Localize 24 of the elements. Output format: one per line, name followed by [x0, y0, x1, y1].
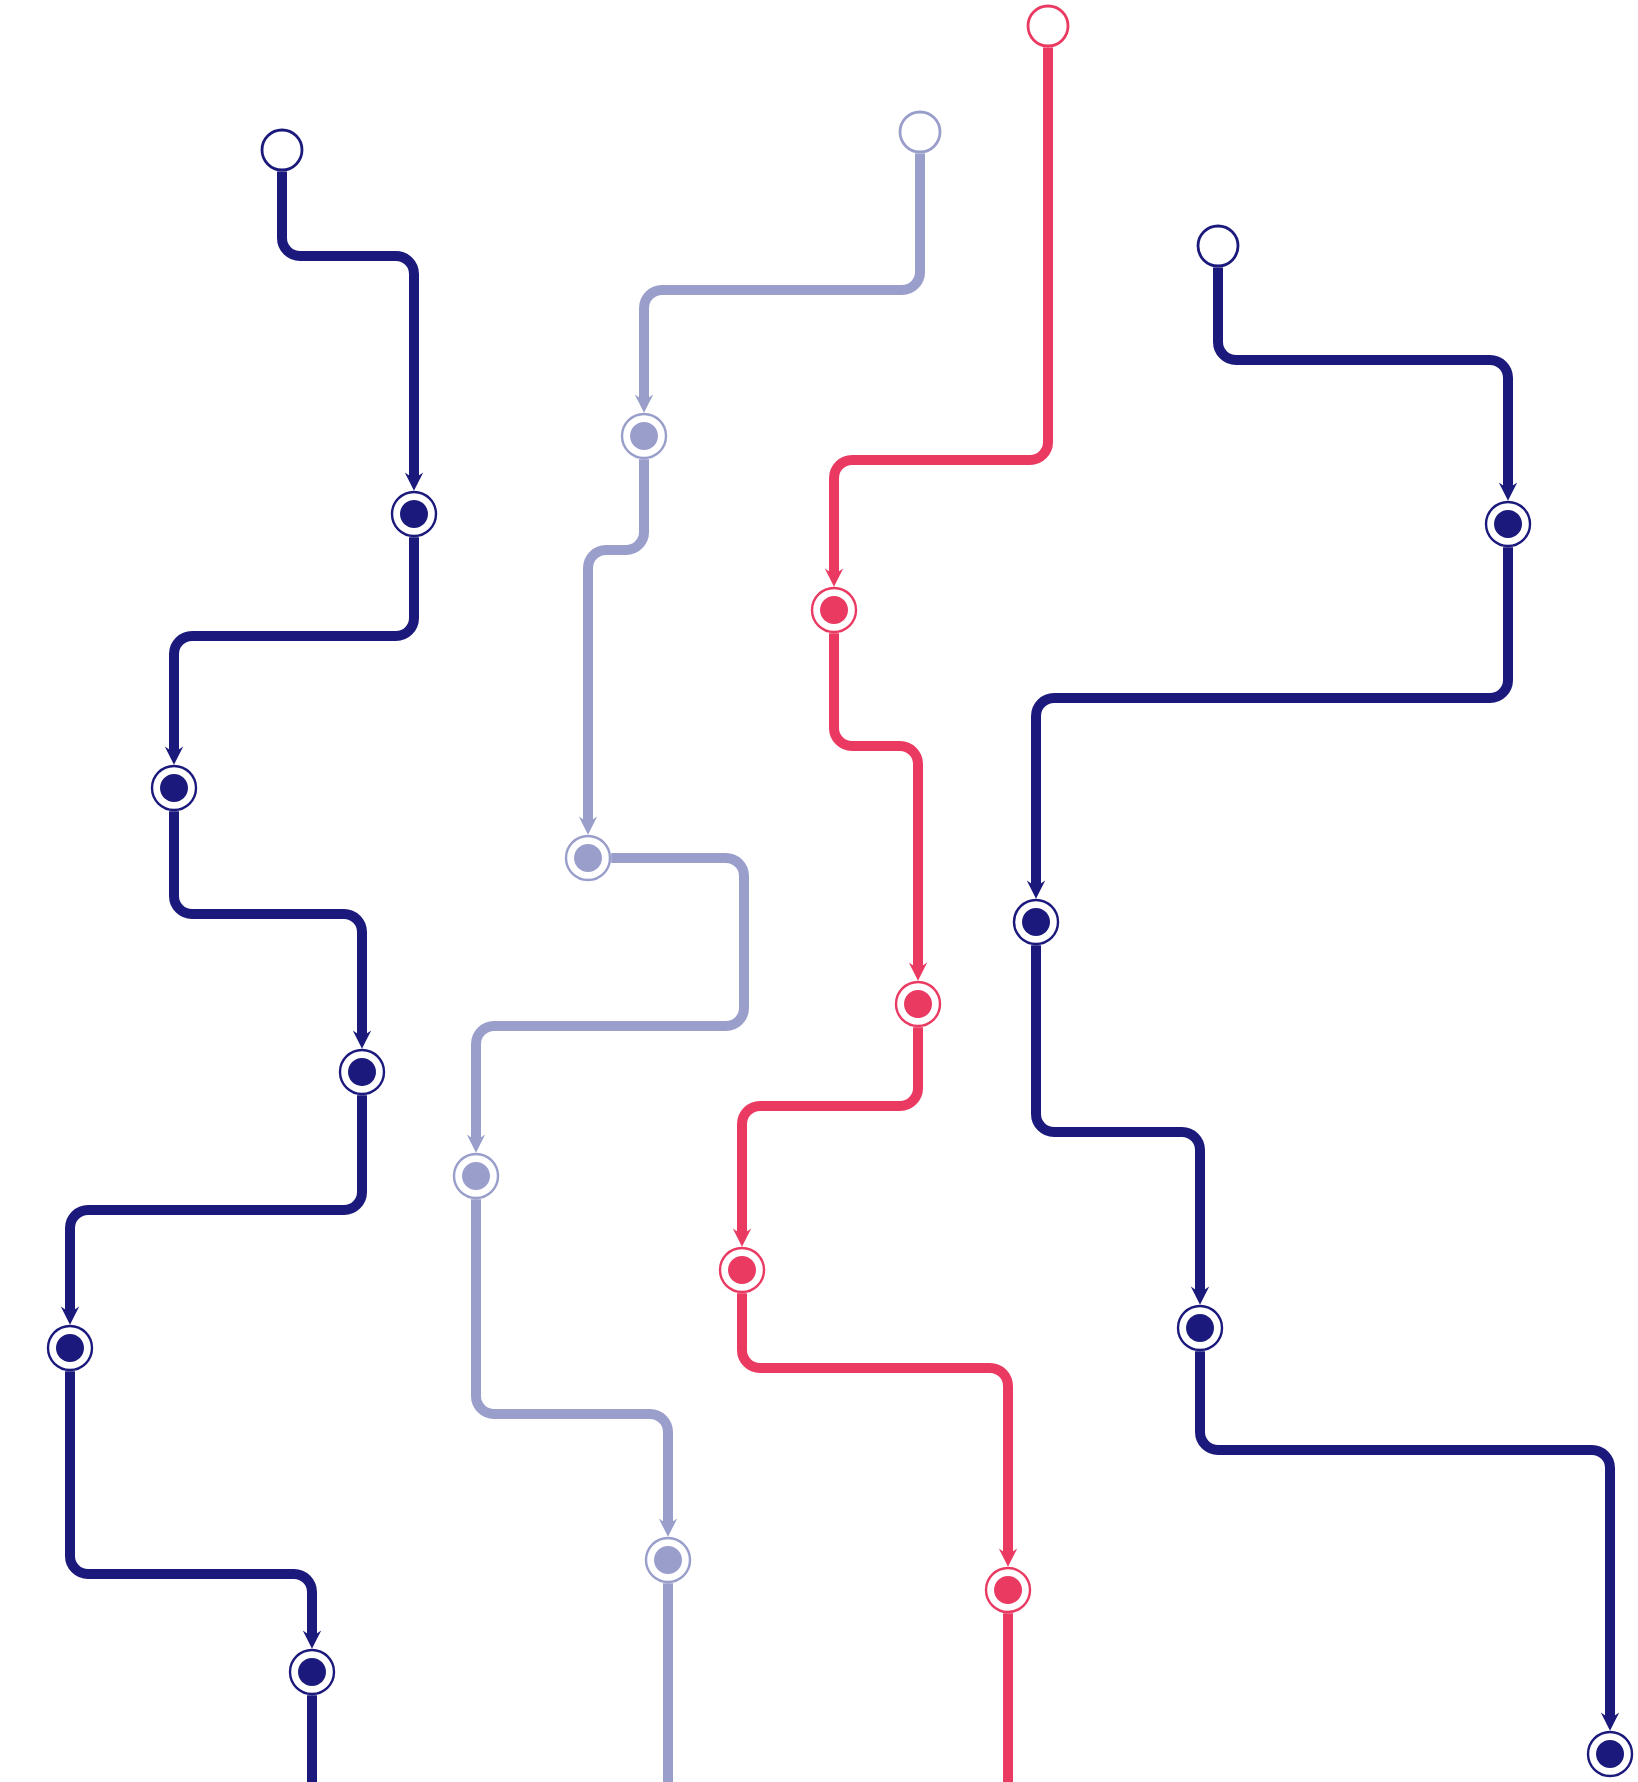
station-marker	[620, 412, 668, 460]
station-marker	[564, 834, 612, 882]
start-circle	[898, 110, 942, 154]
start-circle	[260, 128, 304, 172]
line	[663, 1583, 673, 1782]
station-marker	[644, 1536, 692, 1584]
station-marker	[390, 490, 438, 538]
station-marker	[288, 1648, 336, 1696]
station-marker	[1176, 1304, 1224, 1352]
start-circle	[1196, 224, 1240, 268]
station-marker	[452, 1152, 500, 1200]
station-marker	[338, 1048, 386, 1096]
station-marker	[46, 1324, 94, 1372]
station-marker	[984, 1566, 1032, 1614]
start-circle	[1026, 4, 1070, 48]
station-marker	[1012, 898, 1060, 946]
line	[307, 1695, 317, 1782]
station-marker	[894, 980, 942, 1028]
station-marker	[1484, 500, 1532, 548]
station-marker	[810, 586, 858, 634]
station-marker	[718, 1246, 766, 1294]
station-marker	[150, 764, 198, 812]
station-marker	[1586, 1730, 1634, 1778]
line	[1003, 1613, 1013, 1782]
